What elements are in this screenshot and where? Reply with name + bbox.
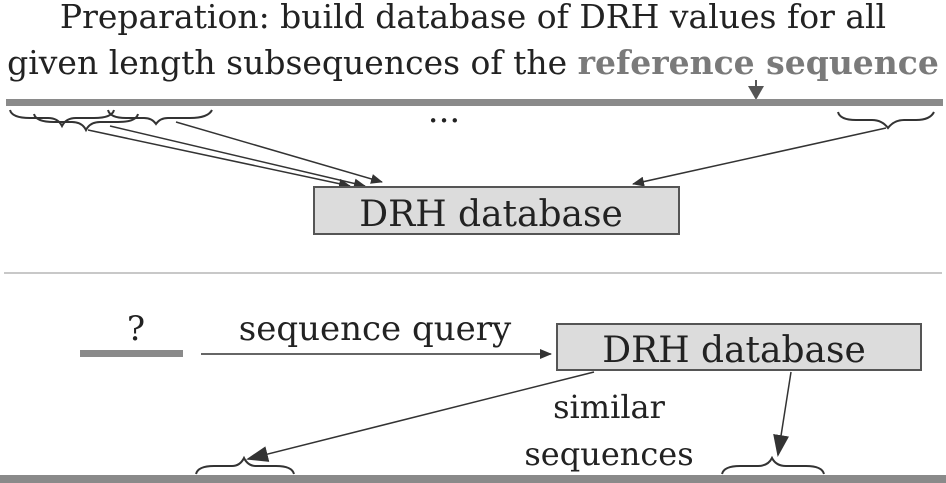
drh-database-label-top: DRH database bbox=[359, 194, 623, 235]
sequence-query-label: sequence query bbox=[239, 309, 512, 349]
arrow-sub1-to-db bbox=[87, 129, 351, 189]
drh-database-label-bottom: DRH database bbox=[602, 330, 866, 371]
drh-database-box-top bbox=[313, 186, 680, 235]
reference-pointer-head bbox=[748, 86, 764, 100]
arrow-db-to-result-right bbox=[773, 371, 792, 457]
preparation-title-line1: Preparation: build database of DRH value… bbox=[60, 0, 886, 36]
result-brace-right bbox=[721, 455, 825, 475]
target-sequence-bar bbox=[0, 475, 946, 483]
subsequence-brace-1 bbox=[9, 109, 115, 129]
similar-sequences-line2: sequences bbox=[524, 435, 693, 473]
similar-sequences-line1: similar bbox=[553, 388, 666, 426]
preparation-title-line2: given length subsequences of the referen… bbox=[7, 43, 939, 82]
arrow-sublast-to-db bbox=[632, 127, 887, 187]
arrow-sub3-to-db bbox=[175, 121, 383, 184]
arrow-sub2-to-db bbox=[109, 125, 366, 189]
reference-sequence-bar bbox=[6, 99, 943, 106]
query-sequence-bar bbox=[80, 350, 183, 357]
subsequence-brace-2 bbox=[33, 113, 139, 133]
arrow-db-to-result-left bbox=[246, 371, 595, 462]
subsequence-brace-last bbox=[837, 111, 935, 130]
subsequence-brace-3 bbox=[107, 109, 213, 126]
reference-sequence-emphasis: reference sequence bbox=[578, 43, 939, 82]
ellipsis-text: ... bbox=[428, 91, 460, 131]
preparation-title-line2-prefix: given length subsequences of the bbox=[7, 43, 578, 82]
unknown-sequence-mark: ? bbox=[127, 309, 145, 349]
drh-database-box-bottom bbox=[556, 323, 922, 371]
result-brace-left bbox=[195, 455, 295, 475]
